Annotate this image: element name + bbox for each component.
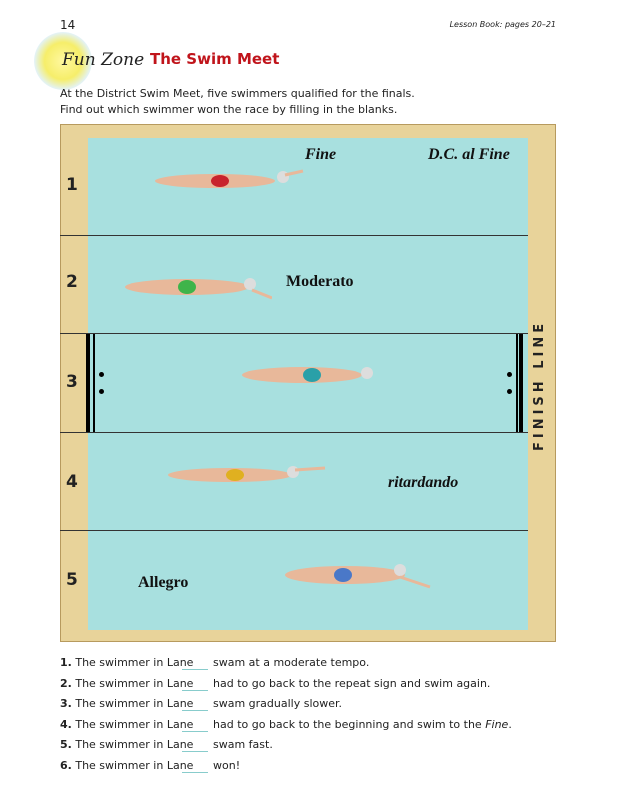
- lane-number: 1: [66, 175, 78, 195]
- term-fine: Fine: [305, 146, 337, 163]
- sun-logo-icon: [34, 32, 92, 90]
- swimmer-lane-5: [285, 564, 431, 589]
- swimmer-lane-3: [242, 367, 373, 383]
- answer-blank[interactable]: [182, 718, 208, 732]
- lesson-reference: Lesson Book: pages 20–21: [449, 20, 556, 29]
- answer-blank[interactable]: [182, 759, 208, 773]
- repeat-sign-start: [86, 334, 106, 432]
- answer-blank[interactable]: [182, 677, 208, 691]
- lane-number: 3: [66, 372, 78, 392]
- lane-divider: [60, 432, 528, 433]
- swimmer-lane-4: [168, 466, 326, 482]
- answer-blank[interactable]: [182, 656, 208, 670]
- answer-blank[interactable]: [182, 697, 208, 711]
- lane-number: 5: [66, 570, 78, 590]
- finish-line-label: FINISH LINE: [532, 319, 547, 451]
- lane-number: 4: [66, 472, 78, 492]
- answer-blank[interactable]: [182, 738, 208, 752]
- repeat-sign-end: [505, 334, 525, 432]
- lane-divider: [60, 333, 528, 334]
- intro-line: Find out which swimmer won the race by f…: [60, 103, 398, 116]
- lane-divider: [60, 235, 528, 236]
- page-title: The Swim Meet: [150, 50, 280, 68]
- term-ritardando: ritardando: [388, 474, 459, 491]
- lane-number: 2: [66, 272, 78, 292]
- lane-divider: [60, 530, 528, 531]
- section-label: Fun Zone: [62, 50, 145, 70]
- swimmer-lane-2: [125, 278, 272, 300]
- intro-line: At the District Swim Meet, five swimmers…: [60, 87, 415, 100]
- page-number: 14: [60, 18, 76, 32]
- term-dc-al-fine: D.C. al Fine: [428, 146, 510, 163]
- term-moderato: Moderato: [286, 273, 354, 290]
- intro-text: At the District Swim Meet, five swimmers…: [60, 86, 415, 118]
- swimmer-lane-1: [155, 169, 304, 188]
- pool-water: [88, 138, 528, 630]
- term-allegro: Allegro: [138, 574, 189, 591]
